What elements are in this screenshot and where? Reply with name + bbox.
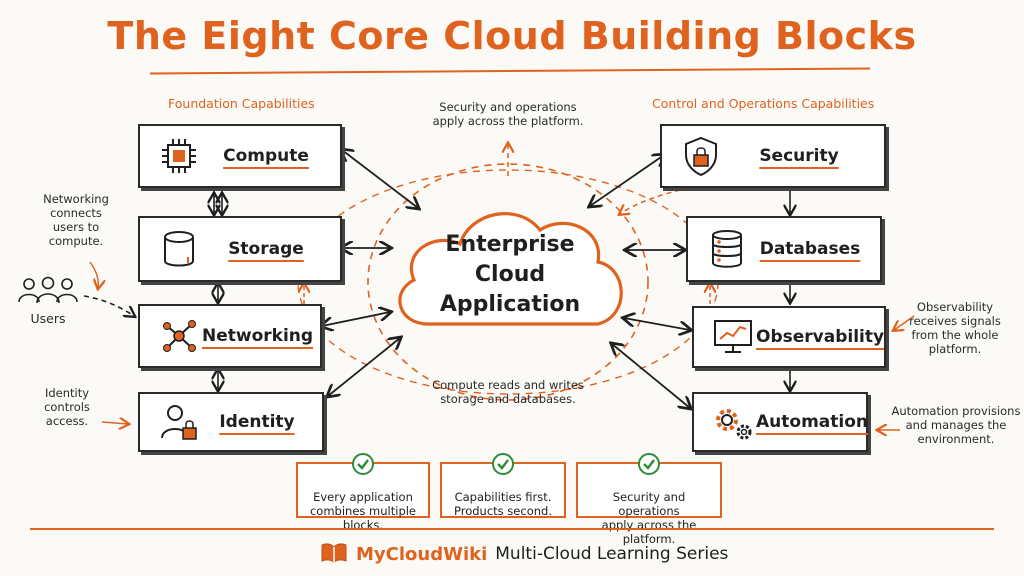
orbit-ring-inner [367,163,649,401]
check-circle-icon [638,453,660,475]
block-label: Databases [759,239,861,259]
page-title: The Eight Core Cloud Building Blocks [107,14,917,58]
block-networking[interactable]: Networking [138,304,322,368]
arrow-security-cloud [590,155,664,206]
section-label-foundation: Foundation Capabilities [168,96,315,111]
block-label: Security [759,146,839,166]
section-label-control: Control and Operations Capabilities [652,96,875,111]
cpu-chip-icon [156,133,202,179]
block-compute[interactable]: Compute [138,124,342,188]
orbit-ring-outer [297,169,719,395]
arrow-observability-cloud [624,318,690,330]
block-storage[interactable]: Storage [138,216,342,282]
block-observability[interactable]: Observability [692,306,886,368]
block-label: Automation [756,412,868,432]
block-label: Identity [219,412,295,432]
series-name: Multi-Cloud Learning Series [495,544,729,564]
shield-lock-icon [678,133,724,179]
arrow-networking-cloud [322,312,390,326]
footer-divider [30,528,994,530]
block-security[interactable]: Security [660,124,886,188]
block-identity[interactable]: Identity [138,392,324,452]
block-label: Networking [202,326,314,346]
cloud-shape [398,212,623,326]
user-lock-icon [156,399,202,445]
arrow-compute-cloud [342,150,418,208]
cylinder-storage-icon [156,226,202,272]
block-label: Compute [223,146,309,166]
arrow-identity-cloud [328,338,400,396]
arrow-automation-cloud [612,344,690,408]
check-circle-icon [492,453,514,475]
block-label: Storage [228,239,304,259]
block-automation[interactable]: Automation [692,392,868,452]
check-circle-icon [352,453,374,475]
book-icon [320,540,348,568]
users-label: Users [30,311,66,326]
block-label: Observability [756,327,885,347]
monitor-chart-icon [710,314,756,360]
footer-brand: MyCloudWiki Multi-Cloud Learning Series [320,540,728,568]
users-group-icon [16,276,80,304]
database-stack-icon [704,226,750,272]
network-nodes-icon [156,313,202,359]
gears-icon [710,399,756,445]
block-databases[interactable]: Databases [686,216,882,282]
info-box-capabilities: Capabilities first.Products second. [440,453,566,518]
brand-name: MyCloudWiki [356,543,488,565]
